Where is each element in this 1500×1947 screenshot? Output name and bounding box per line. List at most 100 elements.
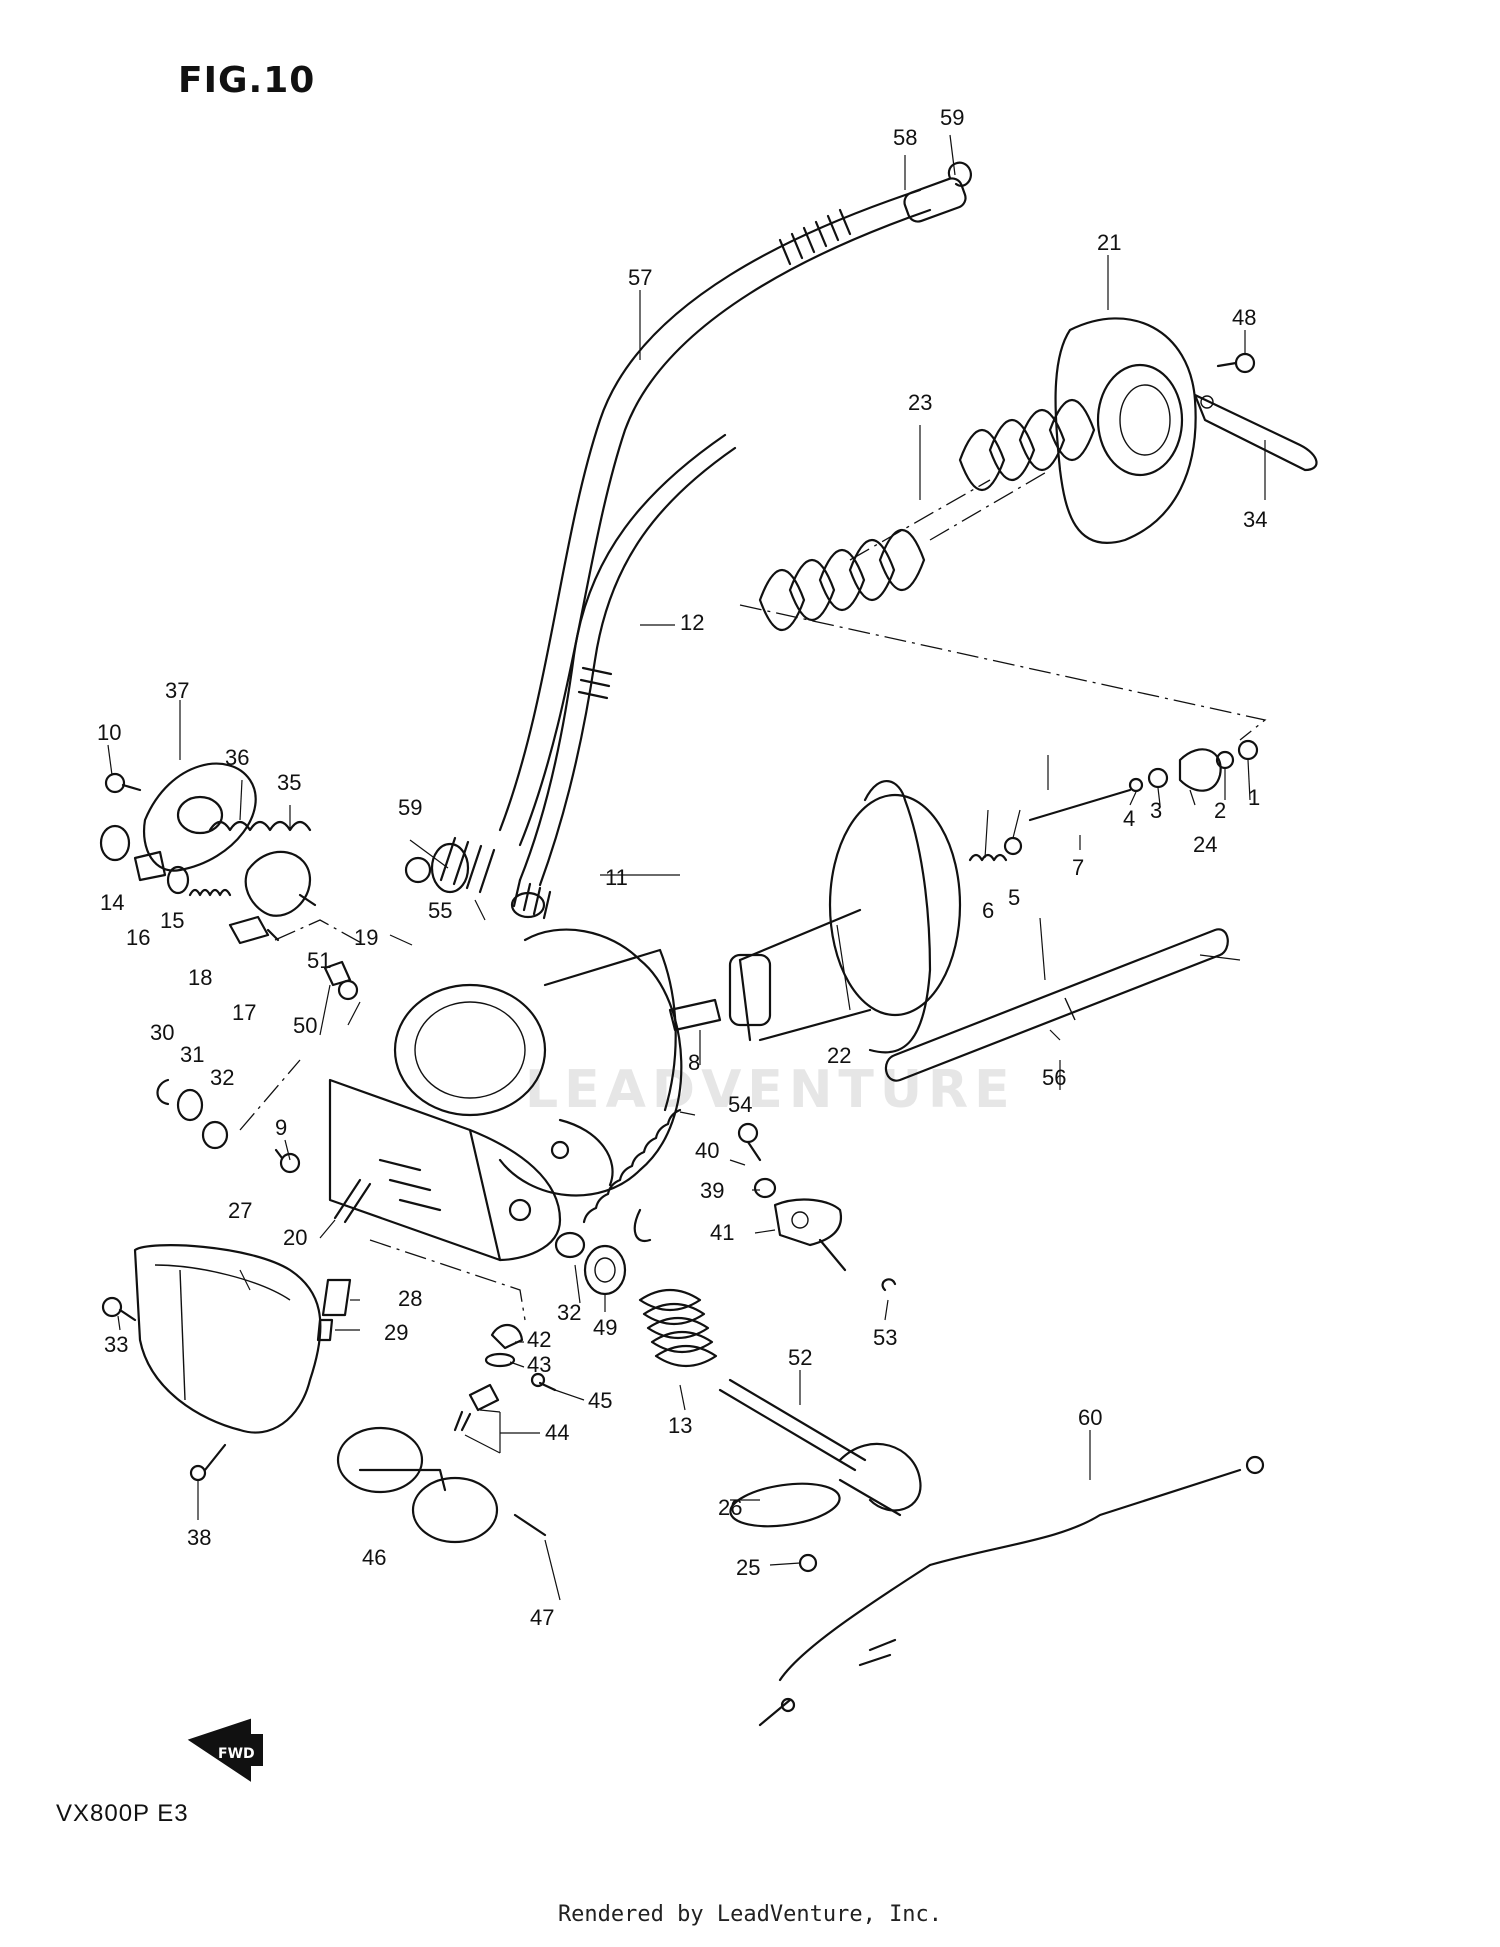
callout-11: 11 [605,865,628,890]
callout-6: 6 [982,898,994,923]
callout-10: 10 [97,720,121,745]
callout-52: 52 [788,1345,812,1370]
cap-14 [99,824,131,862]
clip-30-31-32 [156,1078,229,1150]
callout-27: 27 [228,1198,252,1223]
diaphragm-35 [244,850,317,917]
jet-29 [316,1318,334,1342]
float-46 [336,1426,499,1544]
screw-51 [323,960,352,987]
piston-22 [728,779,962,1054]
spring-18 [188,888,232,897]
bracket-34 [1193,393,1318,472]
float-chamber-27 [133,1244,322,1434]
callout-59a: 59 [940,105,964,130]
callout-32b: 32 [557,1300,581,1325]
callout-55: 55 [428,898,452,923]
clip-59-mid [404,856,432,884]
holder-28 [321,1278,352,1317]
screw-10 [104,772,142,794]
washer-32 [554,1231,586,1259]
callout-48: 48 [1232,305,1256,330]
screw-9 [274,1148,301,1174]
credit-line: Rendered by LeadVenture, Inc. [557,1902,943,1927]
callout-44: 44 [545,1420,569,1445]
callout-26: 26 [718,1495,742,1520]
callout-53: 53 [873,1325,897,1350]
jet-8 [668,998,722,1032]
callout-60: 60 [1078,1405,1102,1430]
spring-13 [638,1289,718,1367]
screw-33 [101,1296,137,1322]
screw-38 [189,1443,227,1482]
callout-7: 7 [1072,855,1084,880]
callout-1: 1 [1248,785,1260,810]
callout-45: 45 [588,1388,612,1413]
callout-36: 36 [225,745,249,770]
callout-25: 25 [736,1555,760,1580]
callout-18: 18 [188,965,212,990]
jet-20 [333,1178,372,1224]
callout-19: 19 [354,925,378,950]
callout-17: 17 [232,1000,256,1025]
callout-31: 31 [180,1042,204,1067]
callout-13: 13 [668,1413,692,1438]
callout-3: 3 [1150,798,1162,823]
valve-17 [228,915,280,945]
callout-42: 42 [527,1327,551,1352]
needle-valve-parts [453,1324,557,1432]
bushing-49 [583,1244,627,1296]
clip-59-top [947,161,972,187]
spring-54 [582,1108,682,1243]
carburetor-body [328,928,683,1262]
callout-28: 28 [398,1286,422,1311]
callout-49: 49 [593,1315,617,1340]
fitting-16 [133,850,167,882]
screw-25 [798,1553,818,1573]
assembly-line-clip [239,1059,301,1131]
callout-47: 47 [530,1605,554,1630]
callout-58: 58 [893,125,917,150]
screw-40 [737,1122,762,1162]
callout-32a: 32 [210,1065,234,1090]
assembly-line-left [274,919,366,946]
callout-38: 38 [187,1525,211,1550]
throttle-shaft-52 [718,1378,922,1517]
assembly-line-jets [369,1239,526,1321]
assembly-line [739,604,1267,741]
callout-8: 8 [688,1050,700,1075]
callout-14: 14 [100,890,124,915]
callout-15: 15 [160,908,184,933]
callout-20: 20 [283,1225,307,1250]
callout-54: 54 [728,1092,752,1117]
spring-23 [758,398,1096,632]
callout-39: 39 [700,1178,724,1203]
tube-56 [884,928,1229,1082]
callout-12: 12 [680,610,704,635]
callout-leaders [107,134,1266,1601]
callout-33: 33 [104,1332,128,1357]
spring-36 [208,820,312,832]
cover-21 [1054,317,1197,544]
callout-46: 46 [362,1545,386,1570]
callout-2: 2 [1214,798,1226,823]
callout-51: 51 [307,948,331,973]
screw-48 [1216,352,1256,374]
callout-43: 43 [527,1352,551,1377]
throttle-plate-26 [729,1482,841,1528]
callout-35: 35 [277,770,301,795]
cable-60 [758,1455,1265,1727]
callout-23: 23 [908,390,932,415]
callout-16: 16 [126,925,150,950]
callout-57: 57 [628,265,652,290]
callout-59b: 59 [398,795,422,820]
callout-37: 37 [165,678,189,703]
callout-9: 9 [275,1115,287,1140]
callout-34: 34 [1243,507,1267,532]
washer-50 [337,979,359,1001]
callout-30: 30 [150,1020,174,1045]
cap-37 [142,762,257,872]
callout-41: 41 [710,1220,734,1245]
callout-40: 40 [695,1138,719,1163]
